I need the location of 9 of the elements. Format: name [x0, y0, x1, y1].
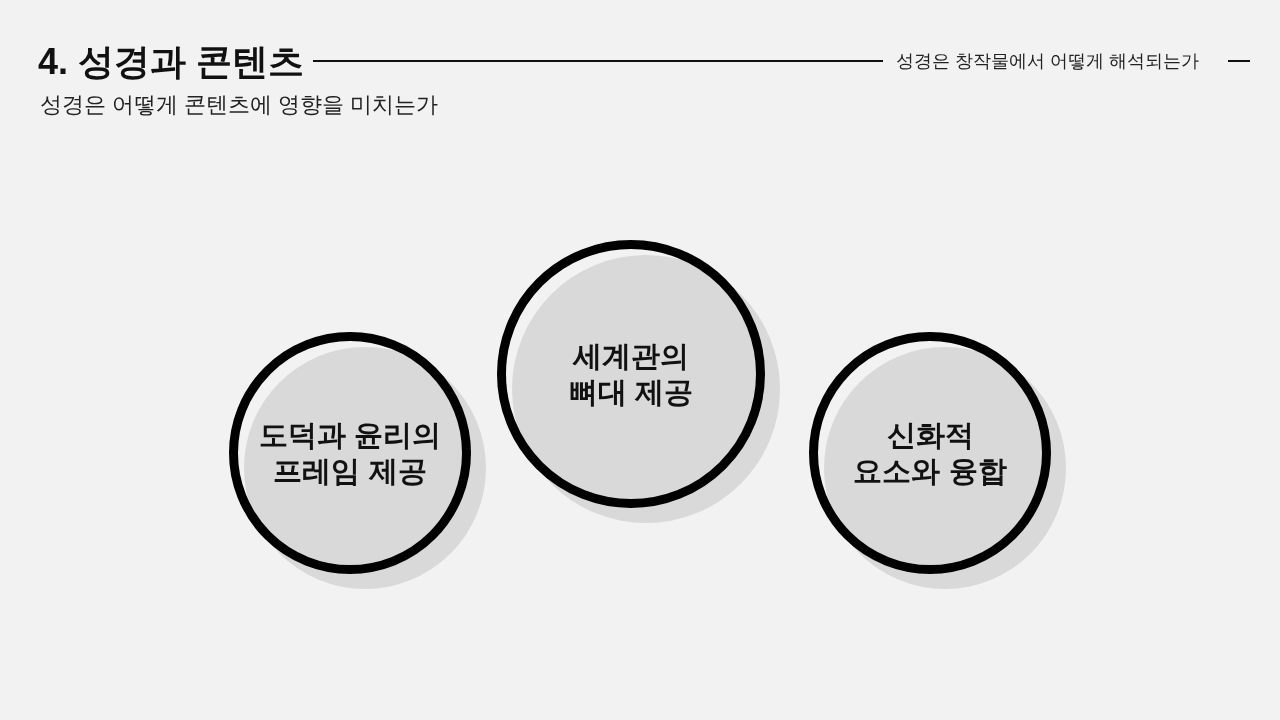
circle-label: 세계관의 뼈대 제공	[567, 339, 695, 410]
subtitle: 성경은 어떻게 콘텐츠에 영향을 미치는가	[40, 91, 439, 119]
circle-label: 신화적 요소와 융합	[852, 418, 1008, 489]
circle-label: 도덕과 윤리의 프레임 제공	[257, 418, 443, 489]
circle	[497, 240, 765, 508]
circle	[809, 332, 1051, 574]
title: 4. 성경과 콘텐츠	[38, 40, 305, 84]
header-note: 성경은 창작물에서 어떻게 해석되는가	[896, 50, 1199, 73]
circle	[229, 332, 471, 574]
